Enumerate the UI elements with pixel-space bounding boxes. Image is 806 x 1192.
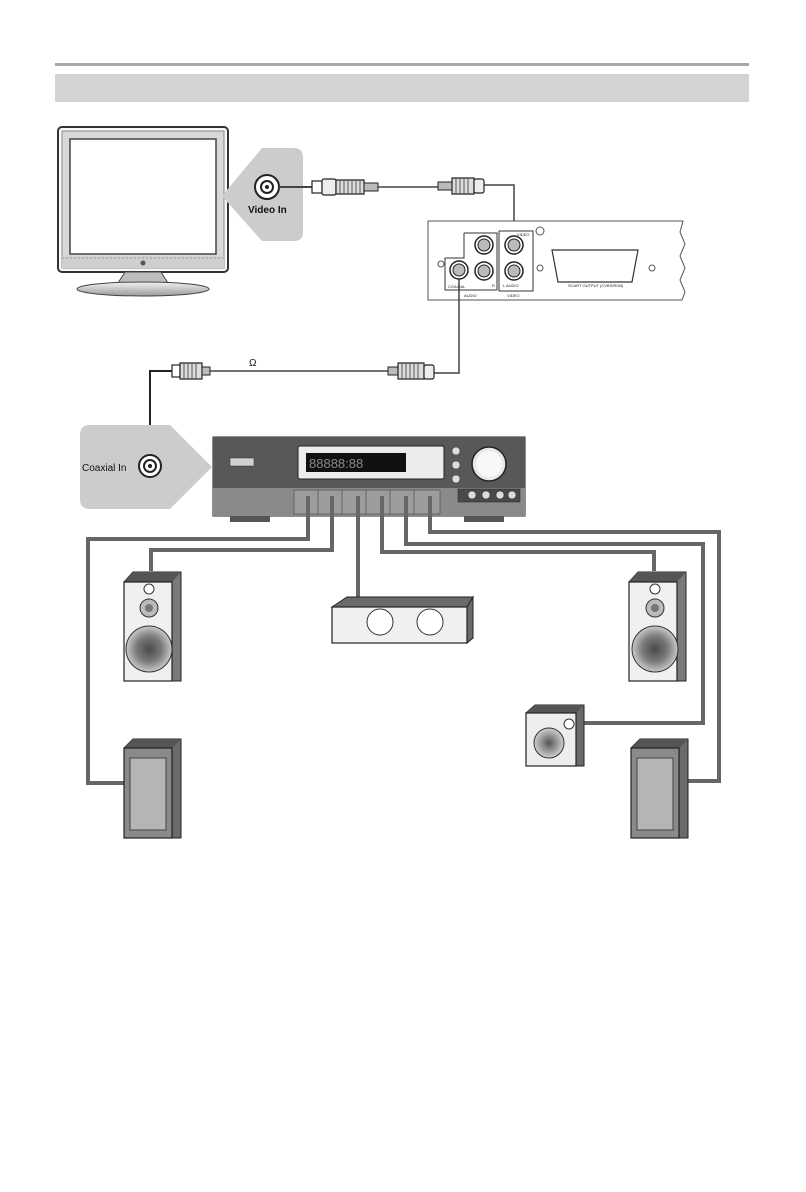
- center-speaker-icon: [332, 597, 473, 643]
- rca-plug-icon: [438, 178, 484, 194]
- front-speaker-icon: [124, 572, 181, 681]
- coaxial-in-label: Coaxial In: [82, 463, 126, 474]
- tv-monitor-icon: [58, 127, 228, 296]
- panel-label-scart: SCART OUTPUT (CVBS/RGB): [568, 283, 624, 288]
- panel-label-l-audio: L AUDIO: [503, 283, 519, 288]
- panel-label-r: R: [492, 283, 495, 288]
- rear-speaker-icon: [124, 739, 181, 838]
- rca-plug-icon: [312, 179, 378, 195]
- panel-label-audio: AUDIO: [464, 293, 477, 298]
- coaxial-in-callout: Coaxial In: [80, 425, 212, 509]
- panel-label-video-group: VIDEO: [507, 293, 519, 298]
- front-speaker-icon: [629, 572, 686, 681]
- dvd-back-panel-icon: VIDEO COAXIAL R L AUDIO AUDIO VIDEO SCAR…: [428, 221, 685, 300]
- receiver-display: 88888:88: [309, 456, 363, 471]
- panel-label-coaxial: COAXIAL: [448, 284, 466, 289]
- panel-label-video: VIDEO: [517, 232, 529, 237]
- video-in-label: Video In: [248, 205, 287, 216]
- subwoofer-icon: [526, 705, 584, 766]
- rca-plug-icon: [388, 363, 434, 379]
- rca-plug-icon: [172, 363, 210, 379]
- rear-speaker-icon: [631, 739, 688, 838]
- impedance-label: Ω: [249, 358, 257, 369]
- av-receiver-icon: 88888:88: [213, 437, 525, 522]
- video-in-callout: Video In: [222, 148, 303, 241]
